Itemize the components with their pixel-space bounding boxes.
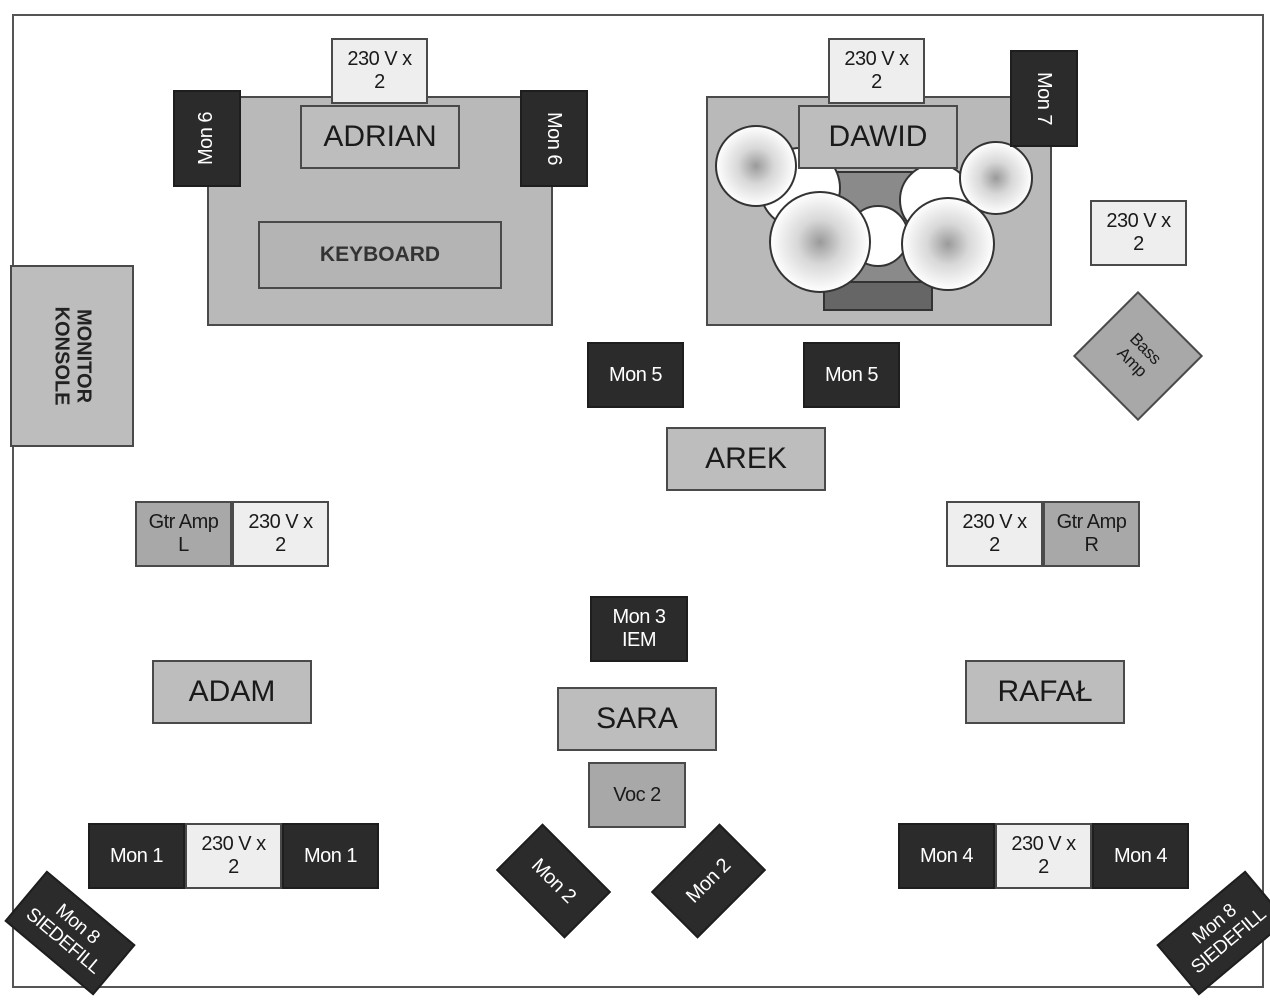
person-dawid: DAWID <box>798 105 958 169</box>
person-arek: AREK <box>666 427 826 491</box>
monitor-4-right: Mon 4 <box>1092 823 1189 889</box>
power-outlet-guitar-left: 230 V x 2 <box>232 501 329 567</box>
person-sara: SARA <box>557 687 717 751</box>
drum-kit-icon <box>715 125 1033 311</box>
monitor-konsole: MONITOR KONSOLE <box>10 265 134 447</box>
stage-outline <box>12 14 1264 988</box>
person-rafal: RAFAŁ <box>965 660 1125 724</box>
keyboard: KEYBOARD <box>258 221 502 289</box>
vocal-2-mic: Voc 2 <box>588 762 686 828</box>
power-outlet-bass: 230 V x 2 <box>1090 200 1187 266</box>
power-outlet-front-right: 230 V x 2 <box>995 823 1092 889</box>
power-outlet-front-left: 230 V x 2 <box>185 823 282 889</box>
monitor-5-left: Mon 5 <box>587 342 684 408</box>
monitor-1-right: Mon 1 <box>282 823 379 889</box>
person-adam: ADAM <box>152 660 312 724</box>
power-outlet-dawid: 230 V x 2 <box>828 38 925 104</box>
monitor-6-left: Mon 6 <box>173 90 241 187</box>
monitor-1-left: Mon 1 <box>88 823 185 889</box>
power-outlet-adrian: 230 V x 2 <box>331 38 428 104</box>
guitar-amp-left: Gtr Amp L <box>135 501 232 567</box>
person-adrian: ADRIAN <box>300 105 460 169</box>
power-outlet-guitar-right: 230 V x 2 <box>946 501 1043 567</box>
monitor-4-left: Mon 4 <box>898 823 995 889</box>
monitor-3-iem: Mon 3 IEM <box>590 596 688 662</box>
monitor-5-right: Mon 5 <box>803 342 900 408</box>
monitor-7: Mon 7 <box>1010 50 1078 147</box>
guitar-amp-right: Gtr Amp R <box>1043 501 1140 567</box>
monitor-6-right: Mon 6 <box>520 90 588 187</box>
